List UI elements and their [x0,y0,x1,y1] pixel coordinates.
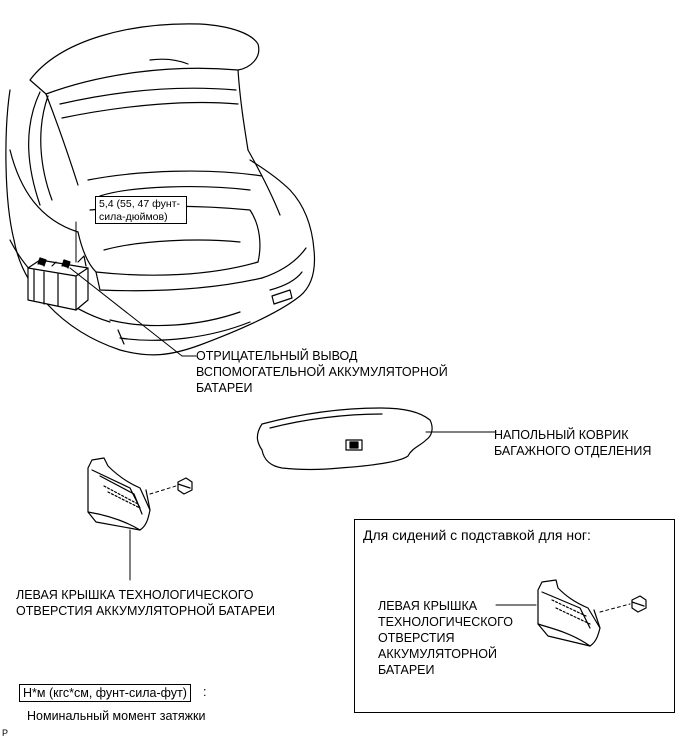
battery [27,255,89,311]
footrest-inset-box: Для сидений с подставкой для ног: [354,519,675,713]
torque-unit-key: Н*м (кгс*см, фунт-сила-фут) [19,684,191,702]
hole-cover-illustration [87,457,193,581]
torque-line-1: 5,4 (55, 47 фунт- [99,198,180,210]
trunk-mat-label: НАПОЛЬНЫЙ КОВРИК БАГАЖНОГО ОТДЕЛЕНИЯ [494,428,652,458]
inset-bolt-icon [631,595,647,613]
trunk-lid [29,23,260,95]
legend-description: Номинальный момент затяжки [27,709,206,723]
corner-mark: P [2,728,9,738]
bolt-icon [177,477,193,495]
trunk-mat-illustration [256,407,497,471]
torque-line-2: сила-дюймов) [99,211,168,223]
torque-callout: 5,4 (55, 47 фунт- сила-дюймов) [95,196,187,224]
negative-terminal-label: ОТРИЦАТЕЛЬНЫЙ ВЫВОД ВСПОМОГАТЕЛЬНОЙ АККУ… [196,349,448,395]
hole-cover-label: ЛЕВАЯ КРЫШКА ТЕХНОЛОГИЧЕСКОГО ОТВЕРСТИЯ … [16,588,275,618]
inset-hole-cover-label: ЛЕВАЯ КРЫШКА ТЕХНОЛОГИЧЕСКОГО ОТВЕРСТИЯ … [378,599,513,677]
car-illustration [5,23,316,357]
legend-colon: : [203,685,207,699]
inset-hole-cover-illustration [495,579,647,647]
inset-title: Для сидений с подставкой для ног: [363,527,591,543]
car-body [5,89,316,356]
